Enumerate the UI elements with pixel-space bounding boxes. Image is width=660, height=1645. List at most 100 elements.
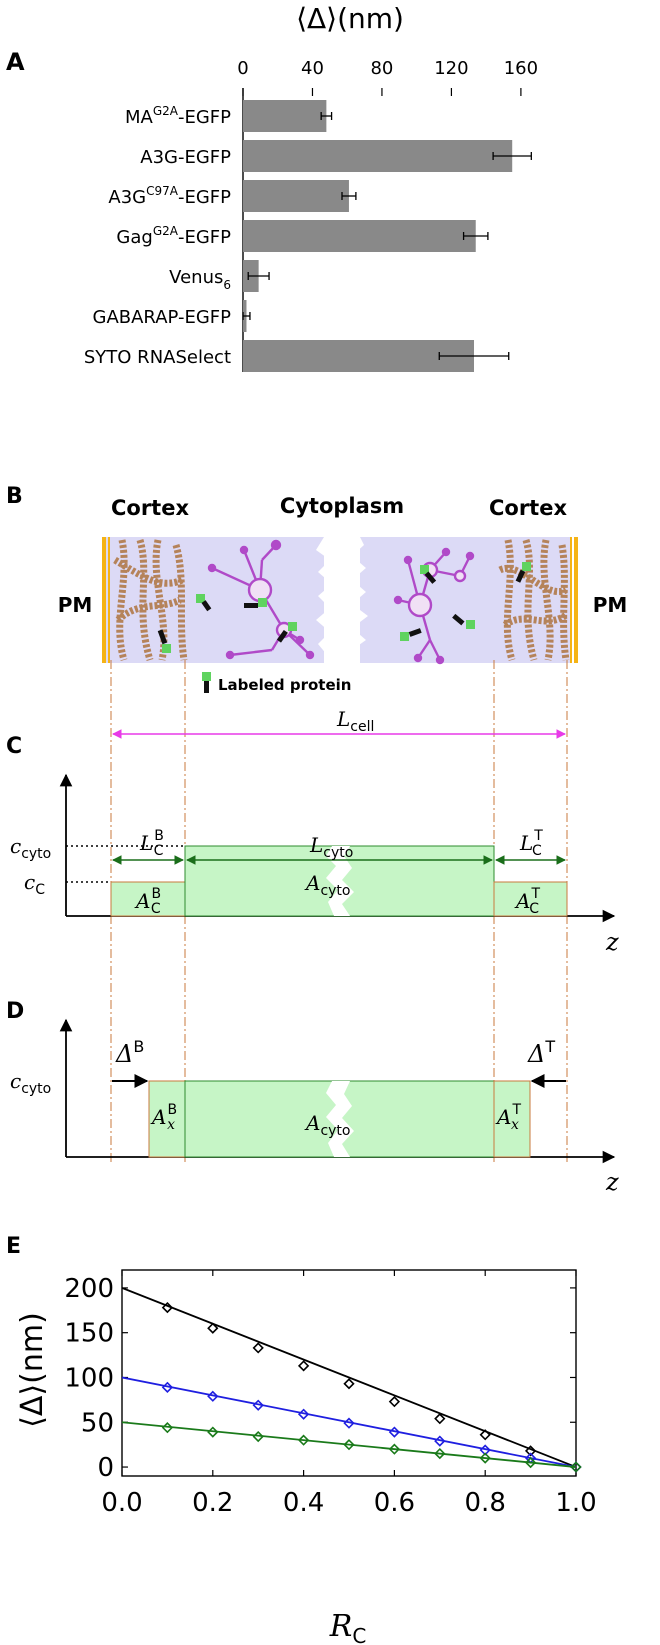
d-excluded-left-block [148,1080,186,1158]
data-point [297,1434,310,1446]
labeled-protein [244,598,267,608]
rna-molecule-right [393,547,475,665]
data-point [252,1430,264,1443]
labeled-protein [157,629,171,653]
a-cyto-label-c: Acyto [304,871,351,899]
data-point [161,1301,174,1314]
data-point [297,1360,310,1372]
panel-label-b: B [6,484,23,509]
chart-e-y-tick-label: 150 [64,1319,114,1349]
category-label: MAG2A-EGFP [125,104,231,128]
data-point [252,1342,264,1354]
chart-a-tick-label: 160 [504,58,538,79]
chart-e-y-tick-label: 100 [64,1363,114,1393]
data-point [252,1399,264,1411]
labeled-protein [452,613,475,629]
data-point [388,1426,401,1438]
panel-label-c: C [6,734,22,759]
data-point [524,1445,537,1457]
data-point [479,1452,491,1464]
l-cell-dimension: Lcell [112,707,566,739]
rna-molecule-left [207,539,315,660]
data-point [343,1378,355,1390]
a-cyto-label-d: Acyto [304,1111,351,1139]
chart-e-x-tick-label: 0.8 [465,1488,506,1518]
labeled-protein [276,622,297,643]
data-point [434,1447,446,1460]
legend-labeled-protein: Labeled protein [202,672,351,694]
cytoplasm-label: Cytoplasm [280,494,404,518]
data-point [570,1461,582,1473]
category-label: GagG2A-EGFP [116,224,231,248]
data-point [207,1426,219,1438]
delta-b-label: ΔB [115,1037,144,1068]
data-point [343,1439,355,1451]
category-label: A3G-EGFP [140,147,231,168]
cytoplasm-break [316,537,368,663]
chart-e-x-tick-label: 0.2 [192,1488,233,1518]
chart-e-frame [121,1269,577,1477]
bar [243,100,327,132]
series-line [121,1287,577,1468]
category-label: SYTO RNASelect [84,347,231,368]
chart-a-tick-label: 120 [434,58,468,79]
labeled-protein [515,562,531,583]
legend-linker-swatch [204,681,209,693]
labeled-protein [196,594,212,612]
category-label: GABARAP-EGFP [93,307,232,328]
data-point [434,1413,446,1425]
labeled-protein [420,565,437,584]
cell-schematic: Labeled protein [102,537,578,694]
chart-e-ylabel: ⟨Δ⟩(nm) [15,1312,50,1428]
l-cell-label: Lcell [336,707,374,735]
pm-right-label: PM [593,593,628,617]
data-point [388,1443,401,1455]
series-line [121,1376,577,1468]
chart-e-x-tick-label: 1.0 [555,1488,596,1518]
data-point [524,1456,537,1469]
chart-e-x-tick-label: 0.4 [283,1488,324,1518]
cortex-right-label: Cortex [489,496,567,520]
bar [243,220,476,252]
labeled-proteins [157,562,531,653]
chart-a-tick-label: 0 [237,58,248,79]
chart-a-tick-label: 80 [370,58,393,79]
d-excluded-right-block [493,1080,531,1158]
legend-labeled-protein-text: Labeled protein [218,676,351,694]
cytoplasm-right-region [360,537,570,663]
chart-e-y-tick-label: 0 [97,1453,114,1483]
membrane-right-inner [570,537,572,663]
c-cortex-right-block [493,881,568,917]
bar [243,340,474,372]
pm-left-label: PM [58,593,93,617]
membrane-left-inner [108,537,110,663]
d-cyto-label: ccyto [10,1069,51,1097]
data-point [297,1408,310,1420]
data-point [479,1429,491,1441]
panel-label-d: D [6,999,24,1024]
chart-e-y-tick-label: 50 [81,1408,114,1438]
d-z-label: z [605,1168,619,1196]
bar [243,180,349,212]
delta-t-label: ΔT [527,1037,555,1068]
chart-e-x-tick-label: 0.0 [101,1488,142,1518]
c-cyto-label: ccyto [10,834,51,862]
c-c-label: cC [24,870,45,898]
chart-a-title: ⟨Δ⟩(nm) [296,2,404,35]
actin-cortex-right [498,539,570,662]
data-point [161,1381,174,1393]
labeled-protein [400,628,422,641]
chart-a-tick-label: 40 [301,58,324,79]
series-line [121,1421,577,1468]
cytoplasm-left-region [106,537,324,663]
legend-protein-swatch [202,672,211,681]
